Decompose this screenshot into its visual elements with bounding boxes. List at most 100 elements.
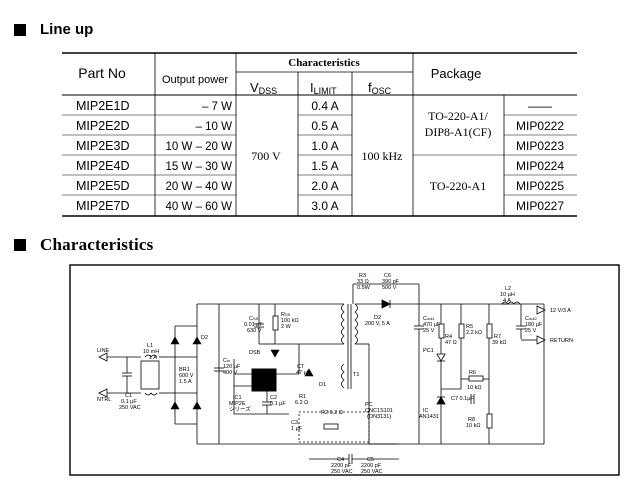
label-d2b-val: 200 V, 5 A <box>365 321 390 327</box>
label-c6-val2: 500 V <box>382 285 397 291</box>
bullet-square-icon <box>14 23 26 36</box>
label-cout1: Cout1 <box>423 316 436 322</box>
row5-ilimit: 2.0 A <box>311 179 338 193</box>
header-package: Package <box>431 66 482 81</box>
label-r6: R6 <box>469 370 476 376</box>
label-pc: PC <box>365 402 373 408</box>
ic1-chip <box>251 368 277 392</box>
characteristics-schematic: LINE NTRL L1 10 mH 1 A C1 0.1 µF 250 VAC… <box>69 264 620 476</box>
label-ic1: IC1 <box>233 395 242 401</box>
label-cout2-val2: 25 V <box>525 328 537 334</box>
label-r7: R7 <box>494 334 501 340</box>
row2-alt: MIP0222 <box>516 119 564 133</box>
label-pc-val2: (ON3131) <box>367 414 391 420</box>
label-css-val1: 0.01 µF <box>244 322 263 328</box>
row2-power: – 10 W <box>196 121 233 133</box>
label-br1: BR1 <box>179 367 190 373</box>
row1-alt: —— <box>528 99 552 113</box>
label-cout1-val1: 470 µF <box>423 322 441 328</box>
lineup-table: Part No Output power Characteristics VDS… <box>62 52 577 217</box>
label-br1-val1: 600 V <box>179 373 194 379</box>
label-pc-val1: CNC1S101 <box>365 408 393 414</box>
label-dsb: DSB <box>249 350 261 356</box>
fosc-value: 100 kHz <box>362 149 403 163</box>
row6-alt: MIP0227 <box>516 199 564 213</box>
row1-power: – 7 W <box>202 101 232 113</box>
label-l2-val1: 10 µH <box>500 292 515 298</box>
lineup-table-grid: Part No Output power Characteristics VDS… <box>62 52 577 217</box>
row6-ilimit: 3.0 A <box>311 199 338 213</box>
row1-part: MIP2E1D <box>76 99 130 113</box>
label-c7: C7 0.1µF <box>451 396 474 402</box>
header-ilimit: ILIMIT <box>310 80 337 96</box>
label-r7-val: 39 kΩ <box>492 340 507 346</box>
row3-alt: MIP0223 <box>516 139 564 153</box>
label-r8: R8 <box>468 417 475 423</box>
label-r4-val: 47 Ω <box>445 340 457 346</box>
label-r5-val: 2.2 kΩ <box>466 330 482 336</box>
characteristics-title: Characteristics <box>40 235 154 254</box>
row4-alt: MIP0224 <box>516 159 564 173</box>
header-part-no: Part No <box>78 65 126 81</box>
label-br1-val2: 1.5 A <box>179 379 192 385</box>
vdss-value: 700 V <box>251 149 281 163</box>
row5-alt: MIP0225 <box>516 179 564 193</box>
label-c6-val1: 390 pF <box>382 279 400 285</box>
label-line: LINE <box>97 348 110 354</box>
label-ic1-val2: シリーズ <box>229 405 251 413</box>
label-c5: C5 <box>367 457 374 463</box>
label-css-val2: 630 V <box>247 328 262 334</box>
label-d1: D1 <box>319 382 326 388</box>
label-r3: R3 <box>359 273 366 279</box>
row3-power: 10 W – 20 W <box>166 141 233 153</box>
label-r8-val: 10 kΩ <box>466 423 481 429</box>
label-r4: R4 <box>445 334 452 340</box>
label-ic: IC <box>423 408 429 414</box>
row3-ilimit: 1.0 A <box>311 139 338 153</box>
label-rss-val1: 100 kΩ <box>281 318 299 324</box>
package-group1-line2: DIP8-A1(CF) <box>425 125 492 139</box>
label-c6: C6 <box>384 273 391 279</box>
label-r1: R1 <box>299 394 306 400</box>
row6-power: 40 W – 60 W <box>166 201 233 213</box>
label-l1-val2: 1 A <box>149 355 157 361</box>
label-c1-val1: 0.1 µF <box>121 399 137 405</box>
label-cout1-val2: 25 V <box>423 328 435 334</box>
package-group1-line1: TO-220-A1/ <box>428 109 488 123</box>
label-cin-val1: 120 µF <box>223 364 241 370</box>
label-c4-val2: 250 VAC <box>331 469 353 475</box>
characteristics-heading: Characteristics <box>14 235 153 255</box>
label-css: CSS <box>249 316 259 322</box>
label-c2: C2 <box>270 395 277 401</box>
circuit-diagram: LINE NTRL L1 10 mH 1 A C1 0.1 µF 250 VAC… <box>69 264 620 476</box>
label-l2: L2 <box>505 286 511 292</box>
header-vdss: VDSS <box>250 80 277 96</box>
label-output-12v: 12 V/3 A <box>550 308 571 314</box>
label-r3-val2: 0.5W <box>357 285 371 291</box>
row1-ilimit: 0.4 A <box>311 99 338 113</box>
label-c3-val: 1 µF <box>291 426 303 432</box>
label-c4-val1: 2200 pF <box>331 463 352 469</box>
label-r2: R2 6.2 Ω <box>321 410 343 416</box>
lineup-title: Line up <box>40 21 94 38</box>
label-c2-val: 0.1 µF <box>270 401 286 407</box>
label-output-return: RETURN <box>550 338 573 344</box>
row3-part: MIP2E3D <box>76 139 130 153</box>
label-l1: L1 <box>147 343 153 349</box>
row6-part: MIP2E7D <box>76 199 130 213</box>
label-ct: CT <box>297 364 305 370</box>
label-cin: Cin <box>223 358 230 364</box>
label-l2-val2: 4 A <box>503 298 511 304</box>
header-fosc: fOSC <box>368 80 392 96</box>
header-characteristics: Characteristics <box>288 57 360 69</box>
label-ct-val: 47 µF <box>296 370 311 376</box>
label-r3-val1: 33 Ω <box>357 279 369 285</box>
label-l1-val1: 10 mH <box>143 349 159 355</box>
label-r6-val: 10 kΩ <box>467 385 482 391</box>
label-rss-val2: 2 W <box>281 324 292 330</box>
row2-part: MIP2E2D <box>76 119 130 133</box>
label-ic1-val1: MIP2E <box>229 401 246 407</box>
label-cin-val2: 400 V <box>223 370 238 376</box>
row2-ilimit: 0.5 A <box>311 119 338 133</box>
row4-part: MIP2E4D <box>76 159 130 173</box>
